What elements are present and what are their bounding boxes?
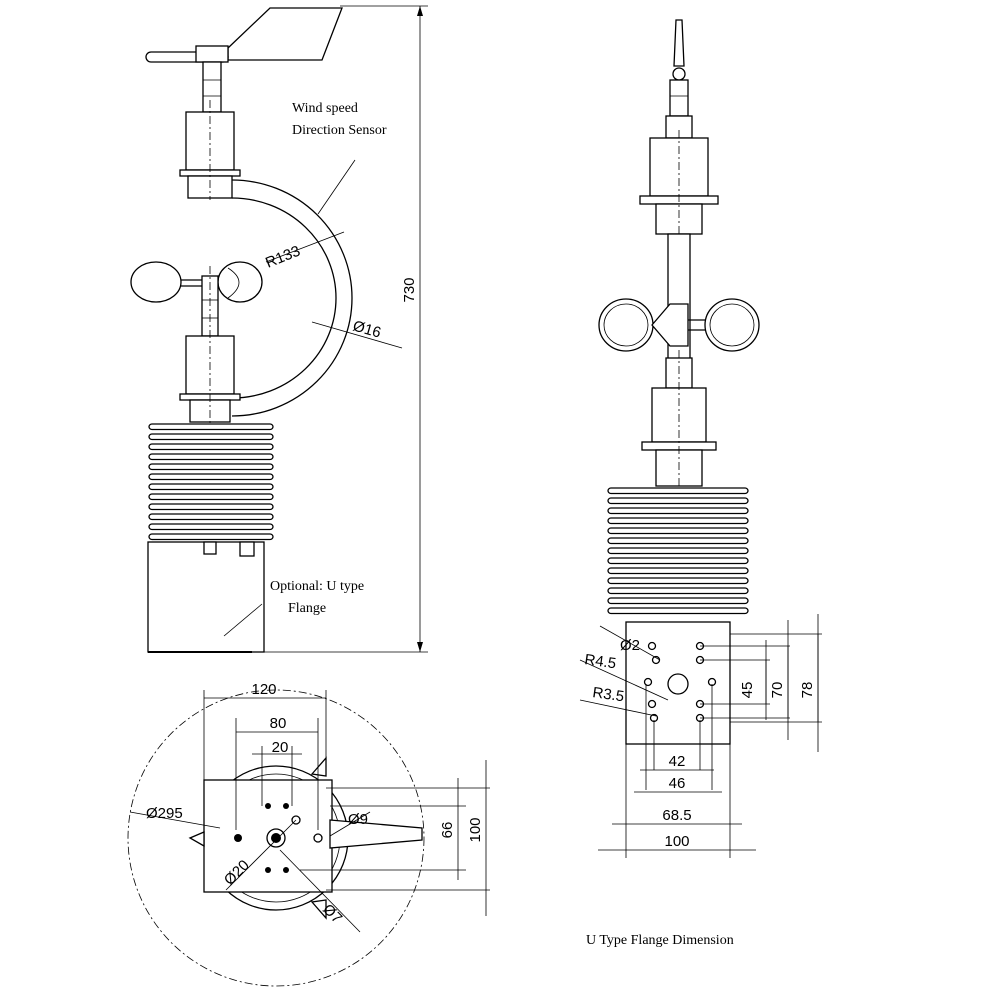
flange-w100-label: 100: [664, 833, 689, 850]
shield-louver: [607, 597, 749, 605]
tube-diameter-label: Ø16: [351, 318, 383, 342]
vane-front: [665, 19, 693, 139]
shield-louver: [607, 507, 749, 515]
shield-louver: [607, 577, 749, 585]
shield-louver: [148, 433, 274, 441]
cup-anemometer: [130, 261, 263, 337]
flange-h45-label: 45: [739, 682, 756, 699]
flange-label-leader: [223, 603, 263, 637]
shield-louver: [148, 523, 274, 531]
flange-hole-label: Ø2: [620, 637, 640, 654]
shield-louver: [607, 527, 749, 535]
shield-louver: [148, 533, 274, 541]
flange-vertical-dims: [700, 614, 822, 752]
height-dimension: [262, 5, 428, 653]
shield-louver: [148, 423, 274, 431]
bend-radius-label: R133: [263, 243, 303, 272]
flange-caption: U Type Flange Dimension: [586, 933, 734, 948]
shield-louver: [148, 503, 274, 511]
shield-louver: [607, 567, 749, 575]
shield-louver: [148, 483, 274, 491]
top-view: [127, 689, 490, 987]
diameter-295-label: Ø295: [146, 805, 183, 822]
shield-louver: [148, 493, 274, 501]
width-20-label: 20: [272, 739, 289, 756]
wind-vane: [145, 7, 343, 113]
hole-9-label: Ø9: [348, 811, 368, 828]
shield-louver: [148, 473, 274, 481]
shield-louver: [148, 453, 274, 461]
sensor-label-line1: Wind speed: [292, 101, 358, 116]
r35-label: R3.5: [591, 684, 625, 705]
flange-w42-label: 42: [669, 753, 686, 770]
flange-w46-label: 46: [669, 775, 686, 792]
direction-sensor-body: [179, 100, 241, 200]
flange-hole-leader: [599, 625, 661, 661]
shield-louver: [607, 487, 749, 495]
flange-h70-label: 70: [769, 682, 786, 699]
flange-h78-label: 78: [799, 682, 816, 699]
tube-diameter-leader: [311, 321, 403, 349]
total-height-label: 730: [401, 277, 418, 302]
flange-option-line1: Optional: U type: [270, 579, 364, 594]
side-view: 730 R133 Ø16 Wind speed Direction Sensor…: [130, 5, 428, 653]
r45-leader: [579, 659, 669, 701]
front-view: 45 70 78 42 46 68.5 100 Ø2 R4.5 R3.5 U T…: [579, 19, 822, 948]
shield-louver: [607, 537, 749, 545]
radiation-shield-front: [607, 487, 749, 615]
r45-label: R4.5: [583, 651, 617, 672]
shield-louver: [148, 443, 274, 451]
shield-louver: [607, 557, 749, 565]
width-80-label: 80: [270, 715, 287, 732]
shield-louver: [607, 517, 749, 525]
r35-leader: [579, 699, 657, 717]
shield-louver: [607, 607, 749, 615]
cup-anemometer-front: [598, 298, 760, 352]
shield-louver: [607, 497, 749, 505]
shield-louver: [607, 547, 749, 555]
speed-sensor-body: [179, 266, 241, 424]
u-flange-front: [625, 621, 731, 790]
u-flange-side: [147, 541, 265, 653]
shield-louver: [148, 463, 274, 471]
height-66-label: 66: [439, 822, 456, 839]
width-120-label: 120: [251, 681, 276, 698]
height-100-label: 100: [467, 817, 484, 842]
direction-sensor-front: [639, 130, 719, 240]
flange-horizontal-dims: [598, 744, 756, 858]
radius-leader: [265, 231, 345, 263]
radiation-shield: [148, 423, 274, 541]
curved-bracket: [231, 179, 353, 417]
shield-louver: [148, 513, 274, 521]
flange-w685-label: 68.5: [662, 807, 691, 824]
shield-louver: [607, 587, 749, 595]
sensor-label-line2: Direction Sensor: [292, 123, 387, 138]
sensor-label-leader: [317, 159, 356, 215]
flange-option-line2: Flange: [288, 601, 326, 616]
speed-sensor-front: [641, 350, 717, 490]
